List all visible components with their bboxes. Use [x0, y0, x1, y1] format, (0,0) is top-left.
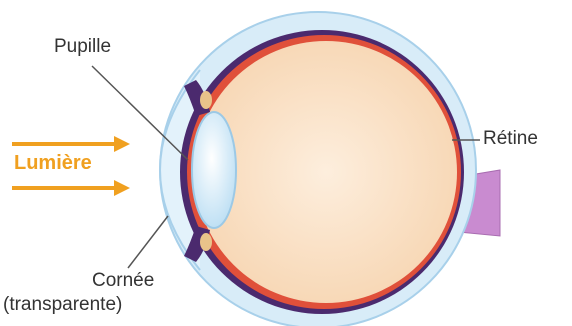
lumiere-label: Lumière [14, 152, 92, 174]
ciliary-top [200, 91, 212, 109]
cornee-sub-label: (transparente) [3, 294, 122, 316]
ciliary-bottom [200, 233, 212, 251]
cornee-label: Cornée [92, 270, 154, 292]
cornee-leader [128, 216, 168, 268]
pupille-label: Pupille [54, 36, 111, 58]
lens [192, 112, 236, 228]
retine-label: Rétine [483, 128, 538, 150]
